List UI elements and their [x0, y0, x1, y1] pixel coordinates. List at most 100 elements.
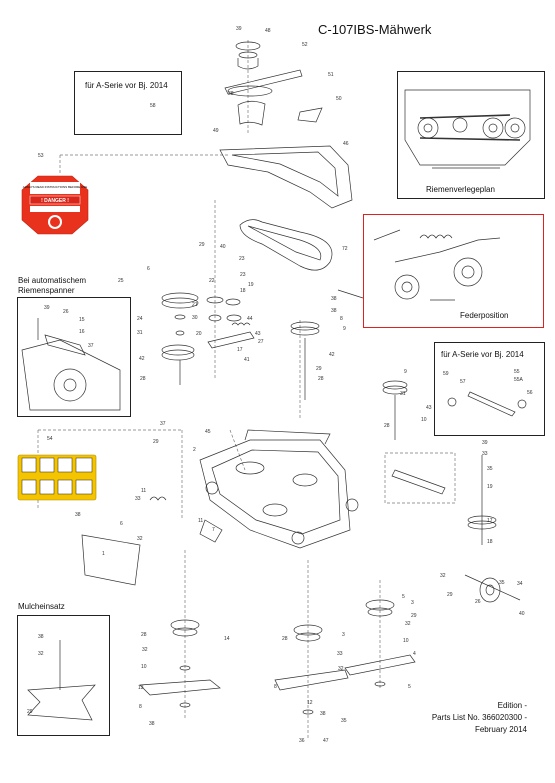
inset-belt-routing: Riemenverlegeplan [397, 71, 545, 199]
footer: Edition - Parts List No. 366020300 - Feb… [432, 700, 527, 736]
part-number-33: 33 [482, 451, 488, 457]
warning-label: ALWAYS READ INSTRUCTIONS BEFORE USE ! DA… [21, 175, 89, 235]
part-number-29: 29 [316, 366, 322, 372]
warning-label-header: ALWAYS READ INSTRUCTIONS BEFORE USE [23, 185, 88, 189]
part-number-24: 24 [137, 316, 143, 322]
part-number-38: 38 [331, 308, 337, 314]
part-number-14: 14 [224, 636, 230, 642]
part-number-6: 6 [120, 521, 123, 527]
inset-a-series-top-label: für A-Serie vor Bj. 2014 [85, 81, 168, 90]
part-number-38: 38 [228, 91, 234, 97]
part-number-23: 23 [240, 272, 246, 278]
part-number-26: 26 [63, 309, 69, 315]
part-number-29: 29 [411, 613, 417, 619]
part-number-29: 29 [27, 709, 33, 715]
part-number-46: 46 [343, 141, 349, 147]
part-number-40: 40 [220, 244, 226, 250]
warning-label-danger: ! DANGER ! [41, 198, 69, 204]
part-number-32: 32 [338, 666, 344, 672]
part-number-25: 25 [118, 278, 124, 284]
part-number-8: 8 [340, 316, 343, 322]
part-number-27: 27 [258, 339, 264, 345]
part-number-39: 39 [482, 440, 488, 446]
part-number-32: 32 [137, 536, 143, 542]
part-number-55: 55 [514, 369, 520, 375]
part-number-16: 16 [79, 329, 85, 335]
part-number-37: 37 [88, 343, 94, 349]
part-number-17: 17 [487, 518, 493, 524]
part-number-11: 11 [198, 518, 203, 524]
part-number-1: 1 [102, 551, 105, 557]
part-number-38: 38 [75, 512, 81, 518]
part-number-3: 3 [342, 632, 345, 638]
part-number-29: 29 [153, 439, 159, 445]
part-number-3: 3 [411, 600, 414, 606]
part-number-36: 36 [299, 738, 305, 744]
part-number-57: 57 [460, 379, 466, 385]
part-number-38: 38 [331, 296, 337, 302]
part-number-51: 51 [328, 72, 334, 78]
part-number-38: 38 [320, 711, 326, 717]
inset-auto-tensioner-label: Bei automatischem Riemenspanner [18, 276, 128, 296]
part-number-28: 28 [140, 376, 146, 382]
part-number-56: 56 [527, 390, 533, 396]
part-number-29: 29 [447, 592, 453, 598]
part-number-15: 15 [79, 317, 85, 323]
part-number-20: 20 [196, 331, 202, 337]
part-number-44: 44 [247, 316, 253, 322]
part-number-6: 6 [147, 266, 150, 272]
page-title: C-107IBS-Mähwerk [318, 22, 432, 37]
part-number-5: 5 [408, 684, 411, 690]
part-number-26: 26 [475, 599, 481, 605]
part-number-41: 41 [244, 357, 250, 363]
part-number-42: 42 [139, 356, 145, 362]
part-number-52: 52 [302, 42, 308, 48]
part-number-38: 38 [38, 634, 44, 640]
part-number-48: 48 [265, 28, 271, 34]
part-number-58: 58 [150, 103, 156, 109]
part-number-38: 38 [149, 721, 155, 727]
part-number-32: 32 [440, 573, 446, 579]
part-number-34: 34 [517, 581, 523, 587]
part-number-7: 7 [212, 527, 215, 533]
part-number-39: 39 [236, 26, 242, 32]
part-number-19: 19 [248, 282, 254, 288]
footer-date: February 2014 [474, 725, 527, 734]
part-number-8: 8 [139, 704, 142, 710]
part-number-49: 49 [213, 128, 219, 134]
part-number-35: 35 [487, 466, 493, 472]
inset-belt-routing-label: Riemenverlegeplan [426, 185, 495, 194]
part-number-9: 9 [404, 369, 407, 375]
part-number-45: 45 [205, 429, 211, 435]
part-number-2: 2 [193, 447, 196, 453]
part-number-18: 18 [240, 288, 246, 294]
part-number-42: 42 [329, 352, 335, 358]
part-number-28: 28 [384, 423, 390, 429]
part-number-31: 31 [137, 330, 143, 336]
footer-parts-list: Parts List No. 366020300 - [431, 713, 527, 722]
part-number-21: 21 [192, 302, 198, 308]
inset-spring-position-label: Federposition [460, 311, 509, 320]
part-number-23: 23 [239, 256, 245, 262]
part-number-59: 59 [443, 371, 449, 377]
part-number-18: 18 [487, 539, 493, 545]
part-number-32: 32 [142, 647, 148, 653]
inset-auto-tensioner-text: Bei automatischem Riemenspanner [18, 276, 87, 295]
part-number-19: 19 [487, 484, 493, 490]
inset-auto-tensioner [17, 297, 131, 417]
part-number-32: 32 [38, 651, 44, 657]
inset-mulch-kit [17, 615, 110, 736]
part-number-33: 33 [135, 496, 141, 502]
part-number-32: 32 [405, 621, 411, 627]
part-number-5: 5 [402, 594, 405, 600]
part-number-53: 53 [38, 153, 44, 159]
part-number-37: 37 [160, 421, 166, 427]
part-number-4: 4 [413, 651, 416, 657]
pictogram-decal [17, 454, 97, 501]
inset-a-series-right-label: für A-Serie vor Bj. 2014 [441, 350, 524, 359]
part-number-39: 39 [44, 305, 50, 311]
part-number-55A: 55A [514, 377, 524, 383]
part-number-22: 22 [209, 278, 215, 284]
part-number-31: 31 [400, 391, 406, 397]
